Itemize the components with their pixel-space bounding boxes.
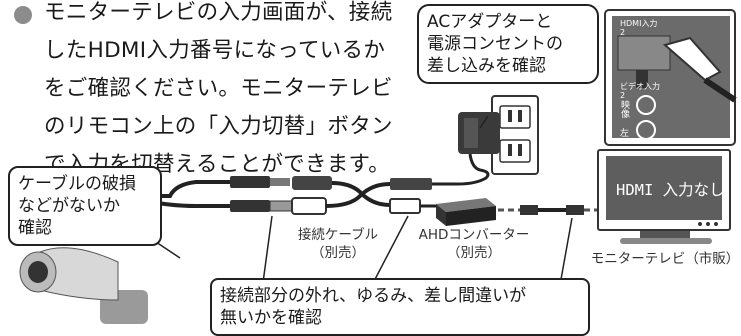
callout-line: ACアダプターと [427, 12, 553, 32]
bullet-dot [14, 6, 32, 24]
tv-input-panel-icon [604, 9, 737, 146]
converter-label-line: （別売） [447, 245, 501, 261]
tv-screen-text: HDMI 入力なし [616, 181, 725, 199]
instruction-line: のリモコン上の「入力切替」ボタン [44, 114, 393, 139]
ac-adapter-callout: ACアダプターと 電源コンセントの 差し込みを確認 [417, 4, 599, 84]
connection-check-callout: 接続部分の外れ、ゆるみ、差し間違いが 無いかを確認 [210, 278, 590, 336]
tv-panel-hdmi-label: HDMI入力 2 [620, 19, 657, 37]
callout-line: などがないか [18, 196, 120, 216]
panel-label-line: 2 [620, 91, 626, 100]
tv-label: モニターテレビ（市販） [590, 251, 740, 267]
cable-damage-callout: ケーブルの破損 などがないか 確認 [8, 166, 162, 246]
hdmi-plug-icon [520, 205, 538, 215]
panel-label-line: 2 [620, 28, 626, 37]
wall-outlet-icon [491, 95, 539, 175]
tv-panel-video-label: ビデオ入力 2 [620, 82, 660, 100]
callout-line: 確認 [18, 218, 52, 238]
security-camera-icon [19, 247, 148, 324]
wiring-illustration [19, 9, 737, 324]
instruction-line: をご確認ください。モニターテレビ [44, 76, 393, 101]
callout-line: 無いかを確認 [220, 308, 322, 328]
monitor-tv-icon [597, 149, 731, 244]
callout-line: 接続部分の外れ、ゆるみ、差し間違いが [220, 286, 527, 306]
instruction-line: したHDMI入力番号になっているか [44, 38, 386, 63]
cable-label: 接続ケーブル （別売） [284, 226, 392, 262]
connection-cable-icon [291, 176, 450, 215]
converter-label: AHDコンバーター （別売） [404, 226, 544, 262]
ahd-converter-icon [436, 198, 496, 226]
converter-label-line: AHDコンバーター [418, 227, 530, 243]
diagram-canvas: モニターテレビの入力画面が、接続 したHDMI入力番号になっているか をご確認く… [8, 0, 740, 336]
cable-label-line: （別売） [311, 245, 365, 261]
callout-line: ケーブルの破損 [18, 174, 136, 194]
callout-line: 電源コンセントの [427, 34, 563, 54]
panel-label-line: ビデオ入力 [620, 82, 660, 91]
tv-panel-left-label: 左 [620, 129, 630, 139]
callout-line: 差し込みを確認 [427, 56, 546, 76]
camera-cable [140, 180, 236, 198]
camera-connector-icon [230, 176, 293, 212]
instruction-line: モニターテレビの入力画面が、接続 [44, 0, 393, 25]
ac-adapter-icon [445, 112, 500, 186]
cable-label-line: 接続ケーブル [297, 227, 379, 243]
instruction-text: モニターテレビの入力画面が、接続 したHDMI入力番号になっているか をご確認く… [14, 0, 414, 184]
tv-panel-eizo-label: 映像 [619, 100, 629, 118]
panel-label-line: HDMI入力 [620, 19, 658, 28]
